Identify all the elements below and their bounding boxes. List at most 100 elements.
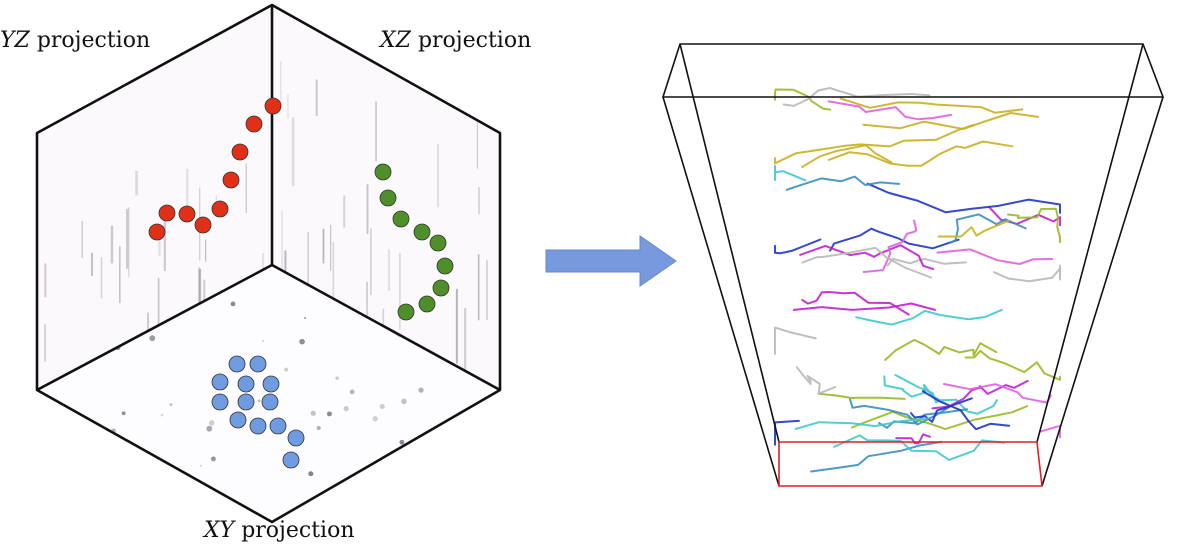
xy-speckle: [316, 425, 321, 431]
trajectory: [794, 417, 931, 430]
trajectory: [839, 97, 1024, 114]
xy-speckle: [206, 425, 213, 432]
trajectory: [774, 238, 822, 255]
trajectory: [833, 434, 1006, 461]
xy-point: [249, 355, 267, 373]
yz-label-word: projection: [36, 28, 151, 53]
yz-point: [264, 97, 282, 115]
xy-speckle: [304, 316, 307, 320]
trajectory: [949, 213, 1027, 244]
xy-speckle: [372, 416, 378, 422]
xy-speckle: [121, 411, 126, 416]
yz-point: [178, 205, 196, 223]
xy-point: [282, 451, 300, 469]
xy-projection-label: XY projection: [204, 518, 355, 543]
xy-point: [228, 355, 246, 373]
xy-point: [211, 393, 229, 411]
xy-speckle: [210, 456, 216, 462]
yz-point: [211, 200, 229, 218]
volume-floor: [778, 441, 1043, 487]
xz-point: [436, 257, 454, 275]
trajectory: [895, 433, 931, 445]
trajectory: [936, 248, 1054, 265]
trajectory: [795, 366, 837, 395]
xy-speckle: [326, 411, 332, 417]
xz-projection-label: XZ projection: [380, 28, 531, 53]
trajectory: [827, 140, 1014, 167]
xy-speckle: [169, 403, 173, 407]
xy-speckle: [418, 387, 424, 393]
xy-speckle: [87, 447, 94, 454]
xy-speckle: [262, 339, 265, 342]
trajectory: [910, 397, 973, 423]
trajectory: [774, 326, 817, 355]
xy-point: [237, 375, 255, 393]
cube-edges: [35, 3, 502, 524]
xy-point: [287, 429, 305, 447]
xy-variable: XY: [204, 518, 235, 543]
xz-label-word: projection: [417, 28, 532, 53]
xy-speckle: [308, 471, 314, 477]
xy-label-word: projection: [241, 518, 355, 543]
yz-point-set: [148, 97, 282, 241]
trajectory: [801, 144, 893, 168]
xy-speckle: [208, 420, 215, 426]
trajectory: [801, 246, 932, 279]
xz-variable: XZ: [380, 28, 411, 53]
trajectory-set: [774, 87, 1061, 473]
xz-point: [432, 279, 450, 297]
trajectory: [850, 405, 1029, 431]
yz-point: [194, 216, 212, 234]
xy-point: [249, 417, 267, 435]
yz-point: [245, 115, 263, 133]
volume-box-edges: [661, 43, 1165, 487]
xy-speckle: [432, 473, 437, 478]
xz-point: [392, 210, 410, 228]
trajectory: [1006, 207, 1061, 244]
xy-speckle: [335, 376, 339, 380]
trajectory: [799, 244, 935, 271]
xz-point: [418, 295, 436, 313]
xz-point: [397, 303, 415, 321]
yz-variable: YZ: [0, 28, 30, 53]
yz-projection-label: YZ projection: [0, 28, 150, 53]
xy-speckle: [432, 440, 436, 444]
xy-speckle: [299, 338, 305, 345]
xy-speckle: [284, 367, 289, 372]
trajectory: [993, 264, 1061, 283]
trajectory: [884, 338, 998, 361]
yz-point: [148, 223, 166, 241]
xz-point: [413, 223, 431, 241]
xy-point: [269, 417, 287, 435]
trajectory: [782, 87, 931, 107]
trajectory: [792, 302, 936, 311]
xz-point: [374, 163, 392, 181]
xy-speckle: [230, 301, 236, 307]
xy-speckle: [392, 476, 397, 480]
xy-speckle: [160, 413, 164, 417]
xy-point: [262, 375, 280, 393]
trajectory: [862, 219, 918, 273]
trajectory: [866, 182, 1061, 214]
yz-point: [158, 204, 176, 222]
xy-point-set: [211, 355, 305, 469]
trajectory: [801, 291, 910, 316]
xy-point: [237, 393, 255, 411]
right-arrow-icon: [545, 235, 677, 287]
yz-point: [222, 171, 240, 189]
xy-point: [261, 393, 279, 411]
3d-volume-icon: [661, 43, 1165, 487]
xy-speckle: [379, 403, 385, 409]
xy-speckle: [132, 467, 138, 474]
trajectory: [937, 219, 1010, 238]
xy-point: [211, 373, 229, 391]
trajectory: [829, 227, 960, 252]
xy-speckle: [343, 406, 349, 412]
xy-speckle: [149, 335, 156, 342]
trajectory: [774, 88, 832, 111]
xz-point-set: [374, 163, 454, 321]
trajectory: [855, 308, 1003, 326]
xy-point: [229, 411, 247, 429]
